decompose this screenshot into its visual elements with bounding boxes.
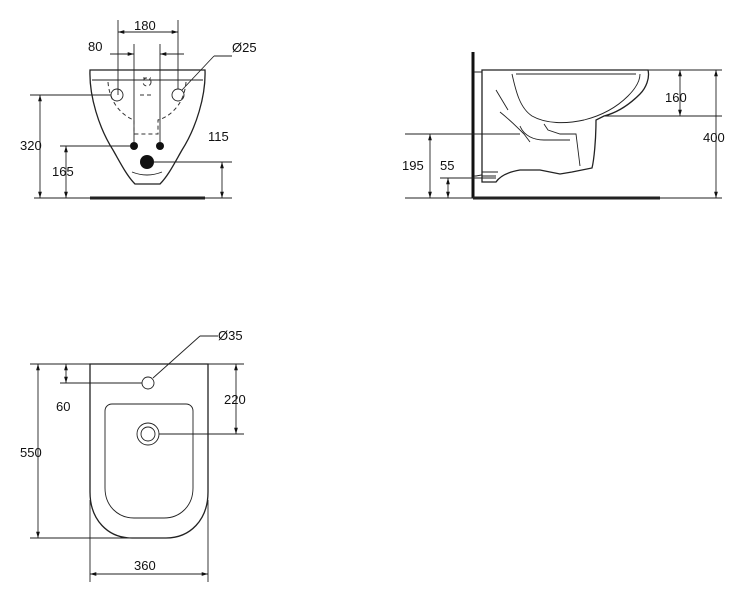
dim-165-label: 165	[52, 164, 74, 179]
dim-55-label: 55	[440, 158, 454, 173]
dim-400-label: 400	[703, 130, 725, 145]
front-hidden-fixings	[107, 81, 187, 135]
dim-550-label: 550	[20, 445, 42, 460]
dim-60-label: 60	[56, 399, 70, 414]
dim-d25-label: Ø25	[232, 40, 257, 55]
top-view: Ø35 220 60 550 360	[20, 328, 246, 582]
side-base-foot	[482, 171, 498, 177]
dim-115-label: 115	[208, 129, 229, 144]
side-waste-channel	[519, 123, 581, 167]
waste-outlet	[140, 155, 154, 169]
dim-320-label: 320	[20, 138, 42, 153]
front-bowl-outline	[89, 69, 206, 185]
dim-160-label: 160	[665, 90, 687, 105]
side-bowl-interior	[511, 73, 641, 124]
dim-220-label: 220	[224, 392, 246, 407]
front-base-curve	[131, 171, 163, 176]
dim-360-label: 360	[134, 558, 156, 573]
supply-hole-left	[130, 142, 138, 150]
top-outer-outline	[89, 363, 209, 539]
front-hidden-bowl	[140, 77, 154, 96]
supply-hole-right	[156, 142, 164, 150]
front-view: 180 80 Ø25 320 165 115	[20, 18, 257, 200]
top-bowl-outline	[104, 403, 194, 519]
dim-d35-label: Ø35	[218, 328, 243, 343]
top-waste-inner	[140, 426, 156, 442]
side-bidet-outline	[481, 69, 650, 183]
front-hidden-tap-hole	[142, 77, 152, 87]
dim-180-label: 180	[134, 18, 156, 33]
side-body-detail	[495, 89, 531, 143]
dim-80-label: 80	[88, 39, 102, 54]
dim-195-label: 195	[402, 158, 424, 173]
side-view: 160 400 195 55	[402, 52, 725, 200]
